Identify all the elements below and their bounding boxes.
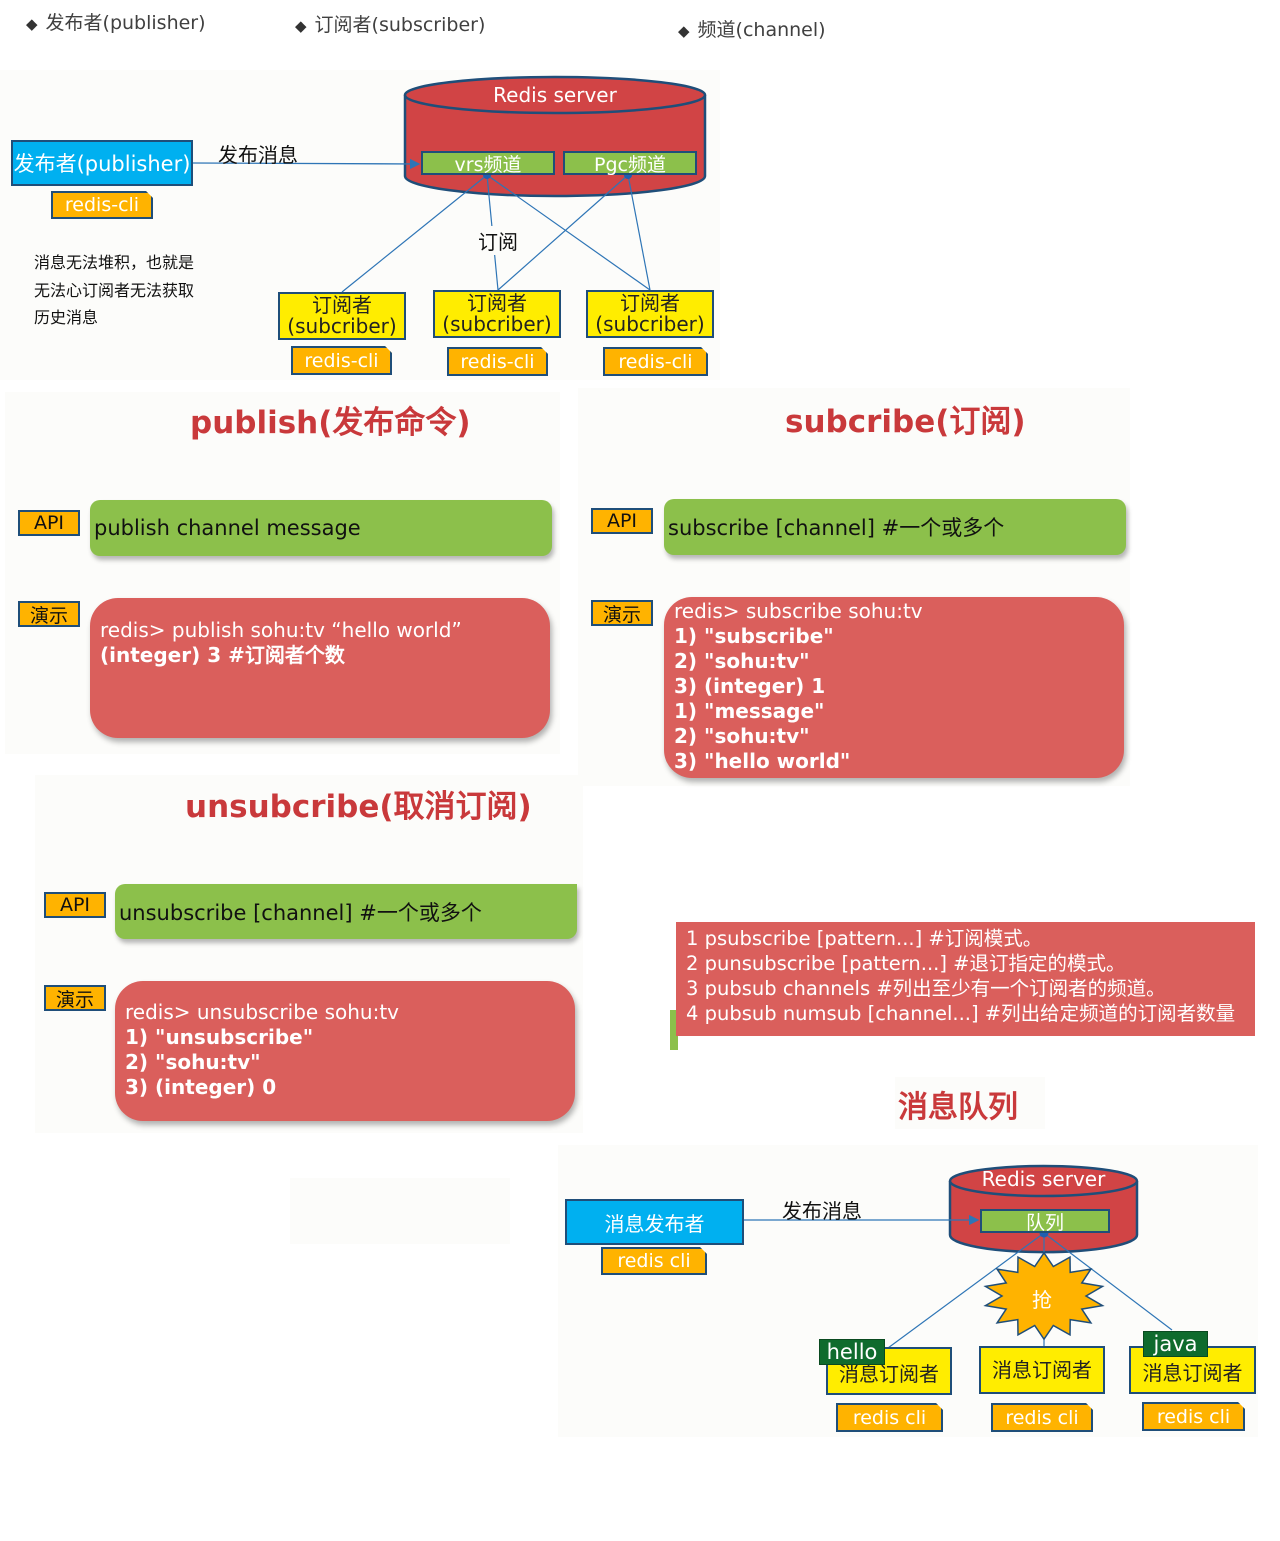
- demo-line: redis> subscribe sohu:tv: [674, 599, 923, 623]
- demo-line: (integer) 3 #订阅者个数: [100, 643, 345, 667]
- subscriber-label: 消息订阅者: [992, 1357, 1092, 1382]
- command-line: 1 psubscribe [pattern...] #订阅模式。: [686, 927, 1043, 950]
- received-message-tag-java: java: [1143, 1331, 1208, 1357]
- diamond-bullet-icon: ◆: [26, 15, 38, 33]
- subscriber-3-redis-cli[interactable]: redis-cli: [603, 347, 708, 376]
- subscriber-label: 订阅者: [620, 291, 680, 315]
- subscriber-sublabel: (subcriber): [442, 312, 552, 336]
- legend-label: 发布者(publisher): [45, 12, 206, 34]
- legend-channel: ◆ 频道(channel): [678, 15, 826, 42]
- queue-subscriber-2-redis-cli[interactable]: redis cli: [991, 1403, 1093, 1432]
- queue-publisher-box[interactable]: 消息发布者: [565, 1199, 744, 1245]
- subscribe-demo-box: redis> subscribe sohu:tv 1) "subscribe" …: [664, 597, 1124, 778]
- note-line: 历史消息: [34, 308, 99, 327]
- received-message-tag-hello: hello: [819, 1339, 885, 1365]
- pubsub-note: 消息无法堆积，也就是 无法心订阅者无法获取 历史消息: [34, 249, 194, 332]
- legend-label: 频道(channel): [697, 19, 826, 41]
- subscribe-api-bar: subscribe [channel] #一个或多个: [664, 499, 1126, 555]
- queue-publish-label: 发布消息: [782, 1199, 862, 1223]
- subscriber-label: 消息订阅者: [839, 1361, 939, 1386]
- demo-line: 1) "message": [674, 699, 825, 723]
- subscriber-1-redis-cli[interactable]: redis-cli: [291, 346, 392, 375]
- demo-line: redis> unsubscribe sohu:tv: [125, 1000, 399, 1024]
- demo-line: redis> publish sohu:tv “hello world”: [100, 618, 462, 642]
- publisher-redis-cli[interactable]: redis-cli: [51, 191, 153, 219]
- queue-channel[interactable]: 队列: [980, 1209, 1110, 1234]
- subscriber-label: 订阅者: [467, 291, 527, 315]
- queue-publisher-redis-cli[interactable]: redis cli: [601, 1247, 707, 1275]
- queue-subscriber-3-redis-cli[interactable]: redis cli: [1142, 1402, 1245, 1431]
- burst-label: 抢: [1032, 1288, 1052, 1312]
- subscriber-2-redis-cli[interactable]: redis-cli: [447, 347, 548, 376]
- note-line: 消息无法堆积，也就是: [34, 253, 195, 272]
- demo-line: 3) (integer) 0: [125, 1075, 277, 1099]
- demo-line: 3) (integer) 1: [674, 674, 826, 698]
- legend-label: 订阅者(subscriber): [314, 14, 486, 36]
- publish-demo-box: redis> publish sohu:tv “hello world” (in…: [90, 598, 550, 738]
- unsubscribe-title: unsubcribe(取消订阅): [185, 789, 532, 825]
- green-edge-fragment: [670, 1010, 678, 1050]
- subscriber-label: 消息订阅者: [1142, 1360, 1243, 1385]
- diamond-bullet-icon: ◆: [678, 22, 690, 40]
- legend-publisher: ◆ 发布者(publisher): [26, 8, 206, 35]
- queue-redis-server-cylinder: [948, 1164, 1139, 1254]
- channel-vrs[interactable]: vrs频道: [421, 151, 555, 176]
- note-line: 无法心订阅者无法获取: [34, 280, 195, 300]
- queue-subscriber-box-2[interactable]: 消息订阅者: [979, 1346, 1105, 1394]
- queue-title-panel: [895, 1077, 1045, 1129]
- subscriber-box-3[interactable]: 订阅者 (subcriber): [586, 290, 714, 338]
- unsubscribe-demo-tag: 演示: [44, 985, 106, 1011]
- redis-server-label: Redis server: [493, 83, 617, 107]
- legend-subscriber: ◆ 订阅者(subscriber): [295, 10, 485, 37]
- demo-line: 2) "sohu:tv": [125, 1050, 261, 1074]
- queue-subscriber-box-1[interactable]: 消息订阅者: [826, 1347, 952, 1395]
- publish-demo-tag: 演示: [18, 601, 80, 627]
- subscriber-sublabel: (subcriber): [595, 312, 705, 336]
- subscriber-box-1[interactable]: 订阅者 (subcriber): [278, 292, 406, 340]
- queue-redis-server-label: Redis server: [981, 1167, 1106, 1191]
- subscriber-box-2[interactable]: 订阅者 (subcriber): [433, 290, 561, 338]
- demo-line: 2) "sohu:tv": [674, 724, 810, 748]
- command-line: 2 punsubscribe [pattern...] #退订指定的模式。: [686, 952, 1126, 975]
- subscribe-demo-tag: 演示: [591, 600, 653, 626]
- demo-line: 3) "hello world": [674, 749, 851, 773]
- burst-star-icon: [983, 1251, 1105, 1341]
- subscribe-label: 订阅: [478, 226, 518, 255]
- channel-pgc[interactable]: Pgc频道: [563, 151, 697, 176]
- demo-line: 2) "sohu:tv": [674, 649, 810, 673]
- unsubscribe-api-bar: unsubscribe [channel] #一个或多个: [115, 884, 577, 939]
- other-commands-box: 1 psubscribe [pattern...] #订阅模式。 2 punsu…: [676, 922, 1255, 1036]
- publish-api-tag: API: [18, 510, 80, 536]
- diamond-bullet-icon: ◆: [295, 17, 307, 35]
- subscriber-sublabel: (subcriber): [287, 314, 397, 338]
- unsubscribe-api-tag: API: [44, 892, 106, 918]
- unsubscribe-demo-box: redis> unsubscribe sohu:tv 1) "unsubscri…: [115, 981, 575, 1121]
- demo-line: 1) "unsubscribe": [125, 1025, 314, 1049]
- publish-title: publish(发布命令): [190, 405, 471, 441]
- command-line: 4 pubsub numsub [channel...] #列出给定频道的订阅者…: [686, 1002, 1236, 1025]
- publisher-box[interactable]: 发布者(publisher): [11, 140, 193, 186]
- subscribe-lines: [341, 174, 651, 293]
- publish-arrow: [191, 158, 421, 170]
- subscriber-label: 订阅者: [312, 293, 372, 317]
- queue-title: 消息队列: [898, 1090, 1018, 1125]
- queue-subscriber-1-redis-cli[interactable]: redis cli: [836, 1403, 943, 1432]
- blank-panel: [290, 1178, 510, 1244]
- publish-api-bar: publish channel message: [90, 500, 552, 556]
- subscribe-api-tag: API: [591, 508, 653, 534]
- subscribe-title: subcribe(订阅): [785, 404, 1026, 440]
- publish-message-label: 发布消息: [218, 143, 298, 167]
- command-line: 3 pubsub channels #列出至少有一个订阅者的频道。: [686, 977, 1166, 1000]
- demo-line: 1) "subscribe": [674, 624, 834, 648]
